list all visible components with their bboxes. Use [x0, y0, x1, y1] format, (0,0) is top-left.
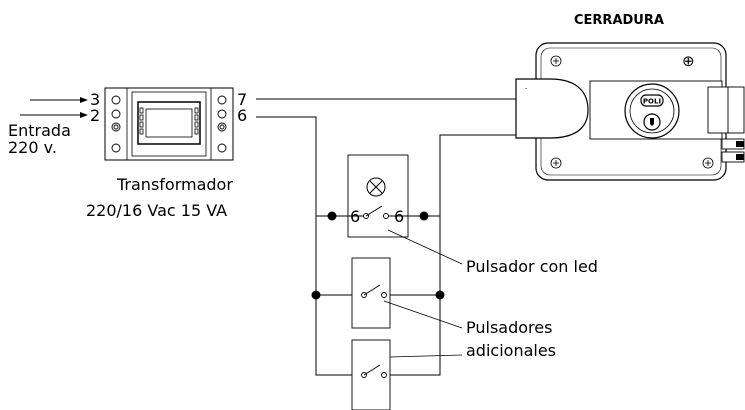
screw-icon — [550, 55, 714, 169]
input-terminal-3: 3 — [90, 90, 100, 109]
lock-screw-label: ⊕ — [682, 52, 695, 70]
wires — [256, 98, 516, 376]
input-terminal-2: 2 — [90, 106, 100, 125]
additional-pushbutton-1 — [351, 257, 391, 329]
callouts: Pulsador con led Pulsadores adicionales — [383, 229, 598, 360]
transformer-label: Transformador — [116, 175, 233, 194]
additional-pushbutton-2 — [351, 339, 391, 410]
arrow-icon — [80, 112, 88, 118]
led-pushbutton: 6 6 — [332, 154, 424, 238]
led-button-terminal-left: 6 — [350, 207, 360, 226]
additional-buttons-label-2: adicionales — [466, 341, 556, 360]
lock: CERRADURA ⊕ POLI — [515, 13, 745, 181]
lock-brand: POLI — [643, 98, 661, 106]
key-cylinder-icon: POLI — [624, 83, 680, 139]
input-label-entrada: Entrada — [8, 121, 71, 140]
additional-buttons-label-1: Pulsadores — [466, 318, 552, 337]
arrow-icon — [80, 97, 88, 103]
output-terminal-7: 7 — [237, 90, 247, 109]
input-label-voltage: 220 v. — [8, 138, 57, 157]
transformer-rating: 220/16 Vac 15 VA — [86, 201, 227, 220]
input-section: 3 2 Entrada 220 v. — [8, 90, 100, 157]
led-button-label: Pulsador con led — [466, 257, 598, 276]
led-lamp-icon — [366, 177, 386, 197]
transformer: 7 6 Transformador 220/16 Vac 15 VA — [86, 87, 247, 220]
output-terminal-6: 6 — [237, 106, 247, 125]
lock-title: CERRADURA — [574, 13, 664, 28]
led-button-terminal-right: 6 — [394, 207, 404, 226]
